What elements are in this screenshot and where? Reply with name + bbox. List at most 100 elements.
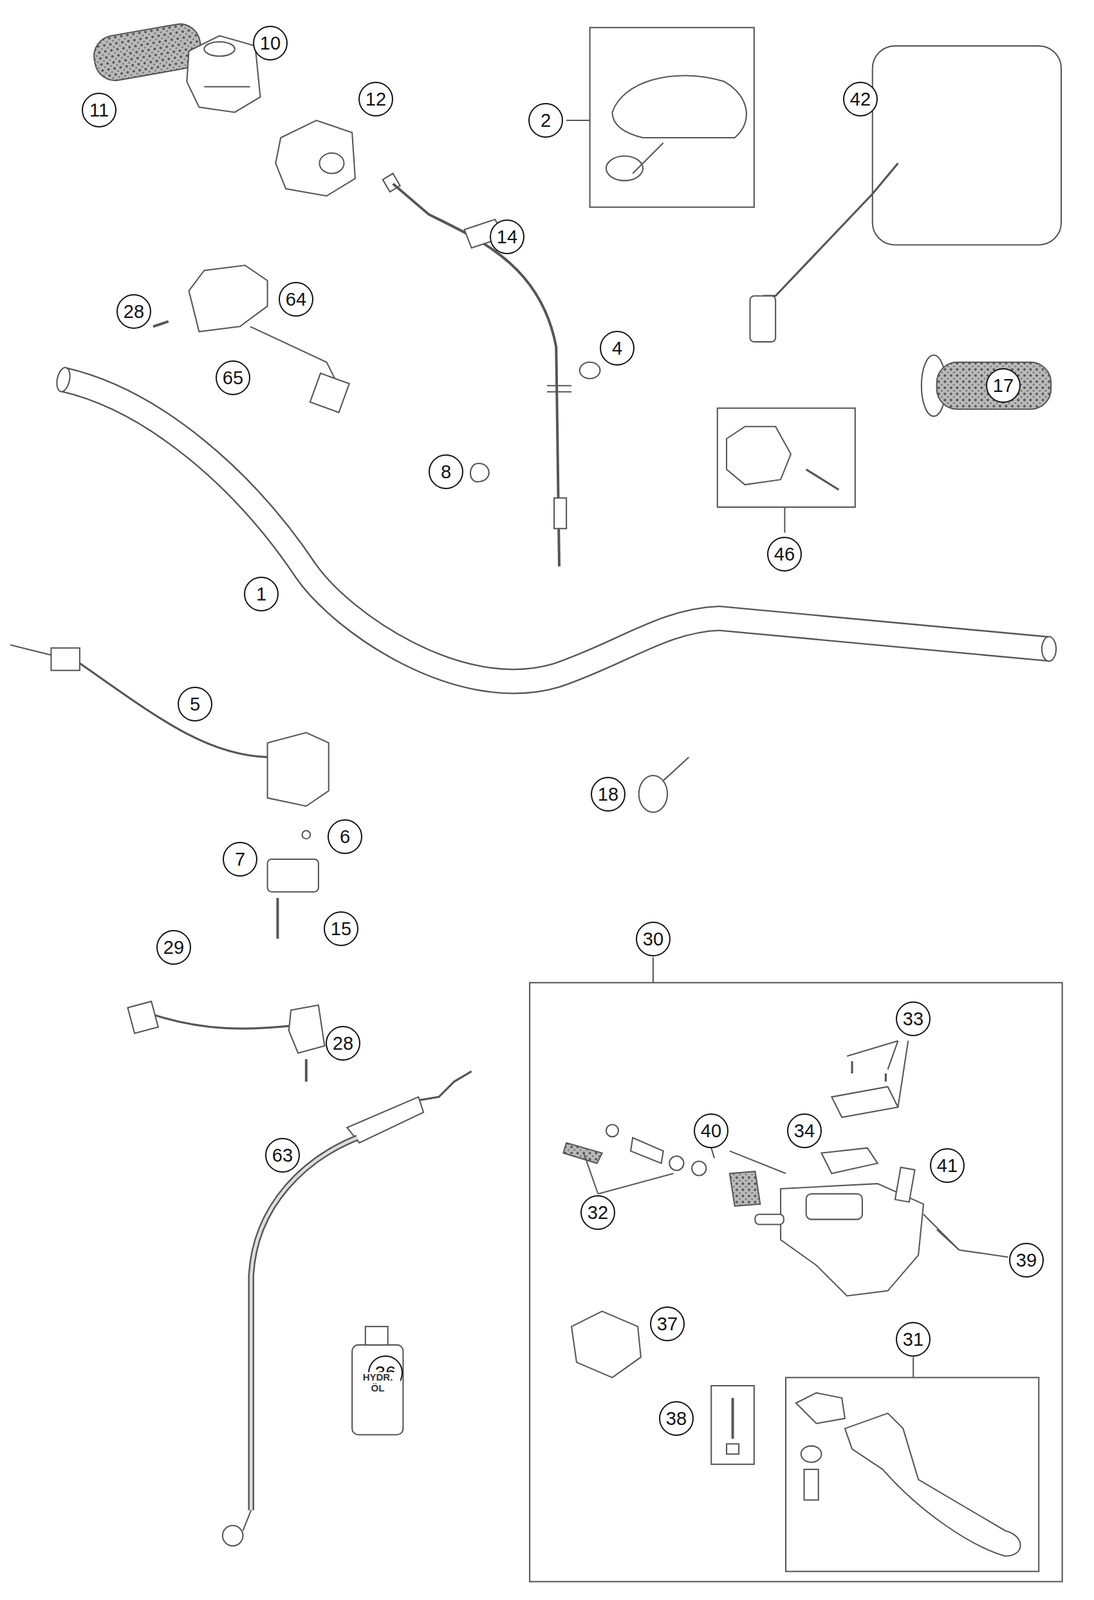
callout-number: 6 — [327, 819, 363, 854]
part-shape — [663, 756, 690, 780]
callout-number: 29 — [156, 929, 192, 965]
part-shape — [276, 897, 279, 939]
part-shape — [729, 1171, 761, 1206]
part-shape — [597, 1173, 674, 1194]
part-shape — [352, 1344, 403, 1436]
callout-number: 11 — [81, 92, 117, 128]
part-shape — [632, 142, 664, 174]
part-shape — [365, 1326, 389, 1345]
callout-number: 4 — [599, 330, 635, 366]
part-shape — [301, 830, 311, 840]
callout-number: 65 — [215, 360, 251, 396]
part-shape — [804, 1469, 819, 1501]
part-shape — [652, 956, 654, 983]
callout-number: 17 — [985, 368, 1021, 403]
part-shape — [305, 1059, 308, 1082]
part-shape — [846, 1040, 898, 1057]
part-shape — [639, 775, 668, 813]
part-shape — [606, 1124, 619, 1137]
part-shape — [731, 1397, 735, 1439]
part-shape — [153, 321, 169, 327]
part-shape — [579, 362, 601, 379]
part-shape — [785, 1377, 1039, 1571]
callout-number: 7 — [222, 841, 258, 877]
part-shape — [884, 1073, 887, 1082]
part-shape — [10, 20, 1063, 1582]
callout-number: 33 — [895, 1001, 931, 1037]
part-shape — [554, 498, 567, 529]
part-shape — [763, 163, 898, 297]
callout-number: 18 — [590, 776, 626, 812]
part-shape — [127, 1001, 158, 1034]
part-shape — [821, 1148, 878, 1174]
part-shape — [566, 119, 590, 121]
part-shape — [346, 1096, 424, 1143]
callout-number: 28 — [325, 1025, 361, 1061]
part-shape — [10, 644, 51, 656]
callout-number: 37 — [649, 1306, 685, 1342]
callout-number: 1 — [243, 576, 279, 612]
part-shape — [189, 265, 268, 332]
part-shape — [806, 1193, 863, 1220]
part-shape — [897, 1040, 909, 1107]
part-shape — [203, 86, 250, 88]
part-shape — [912, 1357, 914, 1378]
callout-number: 46 — [767, 536, 802, 572]
callout-number: 38 — [658, 1400, 694, 1436]
callout-number: 2 — [528, 102, 564, 138]
callout-number: 15 — [323, 911, 359, 946]
part-shape — [669, 1155, 684, 1170]
part-shape — [275, 120, 356, 196]
bottle-label: HYDR. ÖL — [355, 1372, 401, 1394]
part-shape — [155, 1015, 295, 1030]
part-shape — [393, 183, 560, 567]
part-shape — [801, 1446, 822, 1463]
part-shape — [267, 859, 319, 892]
part-shape — [711, 1385, 755, 1465]
callout-number: 40 — [693, 1113, 729, 1149]
callout-number: 32 — [580, 1195, 616, 1230]
part-shape — [888, 1040, 899, 1069]
part-shape — [186, 35, 260, 112]
part-shape — [250, 1137, 358, 1511]
part-shape — [895, 1167, 916, 1203]
callout-number: 63 — [265, 1137, 300, 1173]
part-shape — [267, 732, 329, 806]
callout-number: 64 — [278, 281, 314, 317]
part-shape — [50, 648, 80, 671]
callout-number: 14 — [489, 219, 525, 255]
part-shape — [1041, 636, 1057, 661]
part-shape — [547, 384, 572, 387]
part-shape — [726, 426, 791, 485]
part-shape — [831, 1086, 898, 1118]
part-shape — [750, 296, 777, 342]
part-shape — [754, 1214, 784, 1225]
part-shape — [959, 1249, 1009, 1257]
part-shape — [711, 1148, 715, 1159]
part-shape — [563, 1142, 602, 1164]
part-shape — [611, 75, 746, 139]
callout-number: 39 — [1009, 1242, 1044, 1278]
callout-number: 34 — [787, 1113, 822, 1149]
callout-number: 30 — [635, 921, 671, 957]
part-shape — [590, 27, 755, 208]
part-shape — [717, 407, 856, 508]
part-shape — [310, 373, 350, 413]
part-shape — [923, 1214, 959, 1250]
callout-number: 31 — [895, 1321, 931, 1357]
part-shape — [243, 1509, 252, 1531]
part-shape — [571, 1310, 641, 1378]
part-shape — [288, 1005, 325, 1054]
part-shape — [54, 366, 73, 393]
part-shape — [806, 469, 840, 490]
part-shape — [850, 1061, 853, 1074]
callout-number: 10 — [252, 25, 288, 61]
part-shape — [79, 663, 268, 758]
part-shape — [872, 45, 1062, 245]
callout-number: 5 — [177, 686, 213, 722]
part-shape — [250, 1137, 358, 1511]
part-shape — [203, 41, 235, 56]
part-shape — [529, 982, 1063, 1582]
part-shape — [729, 1150, 786, 1174]
